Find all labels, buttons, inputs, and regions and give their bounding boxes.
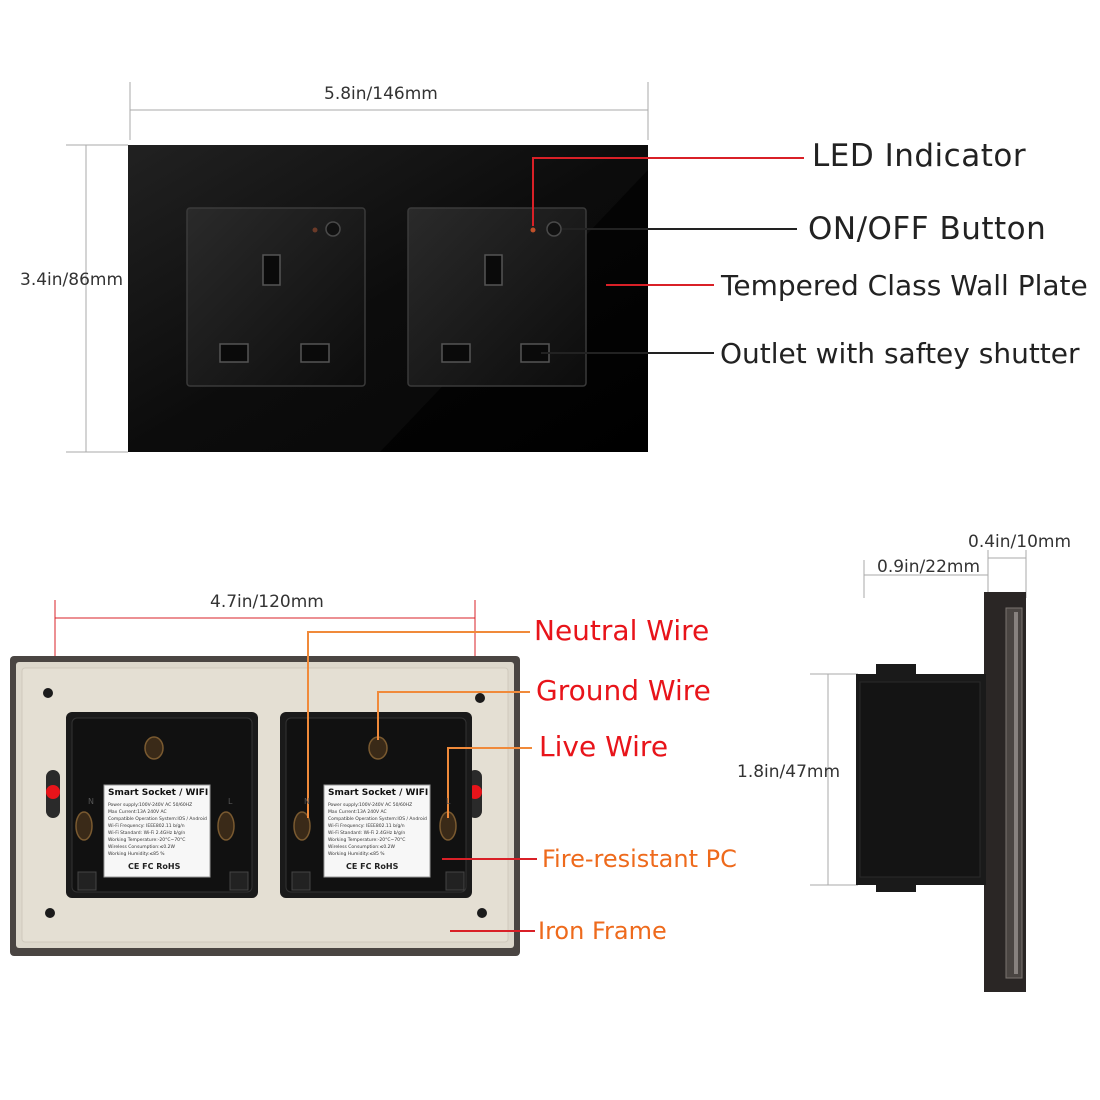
terminal-l-left: L: [228, 797, 233, 806]
front-width-label: 5.8in/146mm: [324, 84, 438, 104]
back-view-graphic: [10, 600, 537, 956]
neutral-wire-callout: Neutral Wire: [534, 614, 710, 647]
spec-lines-right: Power supply:100V-240V AC 50/60HZ Max Cu…: [328, 803, 427, 857]
ground-terminal-right: [368, 736, 388, 760]
live-slot-left: [300, 343, 330, 363]
live-terminal-left: [217, 811, 235, 841]
power-button-right[interactable]: [546, 221, 562, 237]
neutral-terminal-right: [293, 811, 311, 841]
side-depth-label: 0.9in/22mm: [877, 557, 981, 577]
earth-slot-right: [484, 254, 503, 286]
button-callout: ON/OFF Button: [808, 211, 1047, 247]
wire-marker-left: [46, 785, 60, 799]
plate-thickness-label: 0.4in/10mm: [968, 532, 1072, 552]
neutral-leader-line: [307, 631, 530, 818]
module-title-left: Smart Socket / WIFI: [108, 788, 209, 798]
iron-frame-callout: Iron Frame: [538, 917, 667, 945]
ground-wire-callout: Ground Wire: [536, 674, 711, 707]
back-module-left: [66, 712, 258, 898]
wall-plate-callout: Tempered Class Wall Plate: [721, 269, 1088, 302]
neutral-slot-left: [219, 343, 249, 363]
led-indicator-left: [312, 227, 318, 233]
spec-label-right: [323, 784, 431, 878]
socket-module-right: [407, 207, 587, 387]
ground-leader-line: [377, 691, 530, 740]
terminal-n-left: N: [88, 797, 94, 806]
module-title-right: Smart Socket / WIFI: [328, 788, 429, 798]
screw-hole: [475, 693, 485, 703]
outlet-shutter-callout: Outlet with saftey shutter: [720, 337, 1080, 370]
led-indicator-callout: LED Indicator: [812, 138, 1027, 174]
module-height-label: 1.8in/47mm: [737, 762, 841, 782]
front-height-label: 3.4in/86mm: [20, 270, 124, 290]
back-width-label: 4.7in/120mm: [210, 592, 324, 612]
screw-hole: [477, 908, 487, 918]
side-view-graphic: [810, 550, 1027, 992]
spec-label-left: [103, 784, 211, 878]
cert-marks-right: CE FC RoHS: [346, 862, 399, 871]
ground-terminal-left: [144, 736, 164, 760]
terminal-l-right: L: [446, 797, 451, 806]
socket-module-left: [186, 207, 366, 387]
front-view-graphic: [66, 82, 804, 453]
neutral-terminal-left: [75, 811, 93, 841]
led-leader-line: [532, 157, 804, 226]
terminal-n-right: N: [304, 797, 310, 806]
screw-hole: [45, 908, 55, 918]
live-leader-line: [447, 747, 532, 818]
back-module-right: [280, 712, 472, 898]
earth-slot-left: [262, 254, 281, 286]
fire-resistant-pc-callout: Fire-resistant PC: [542, 845, 737, 873]
led-indicator-right: [530, 227, 536, 233]
spec-lines-left: Power supply:100V-240V AC 50/60HZ Max Cu…: [108, 803, 207, 857]
live-wire-callout: Live Wire: [539, 730, 669, 763]
cert-marks-left: CE FC RoHS: [128, 862, 181, 871]
screw-hole: [43, 688, 53, 698]
power-button-left[interactable]: [325, 221, 341, 237]
neutral-slot-right: [441, 343, 471, 363]
